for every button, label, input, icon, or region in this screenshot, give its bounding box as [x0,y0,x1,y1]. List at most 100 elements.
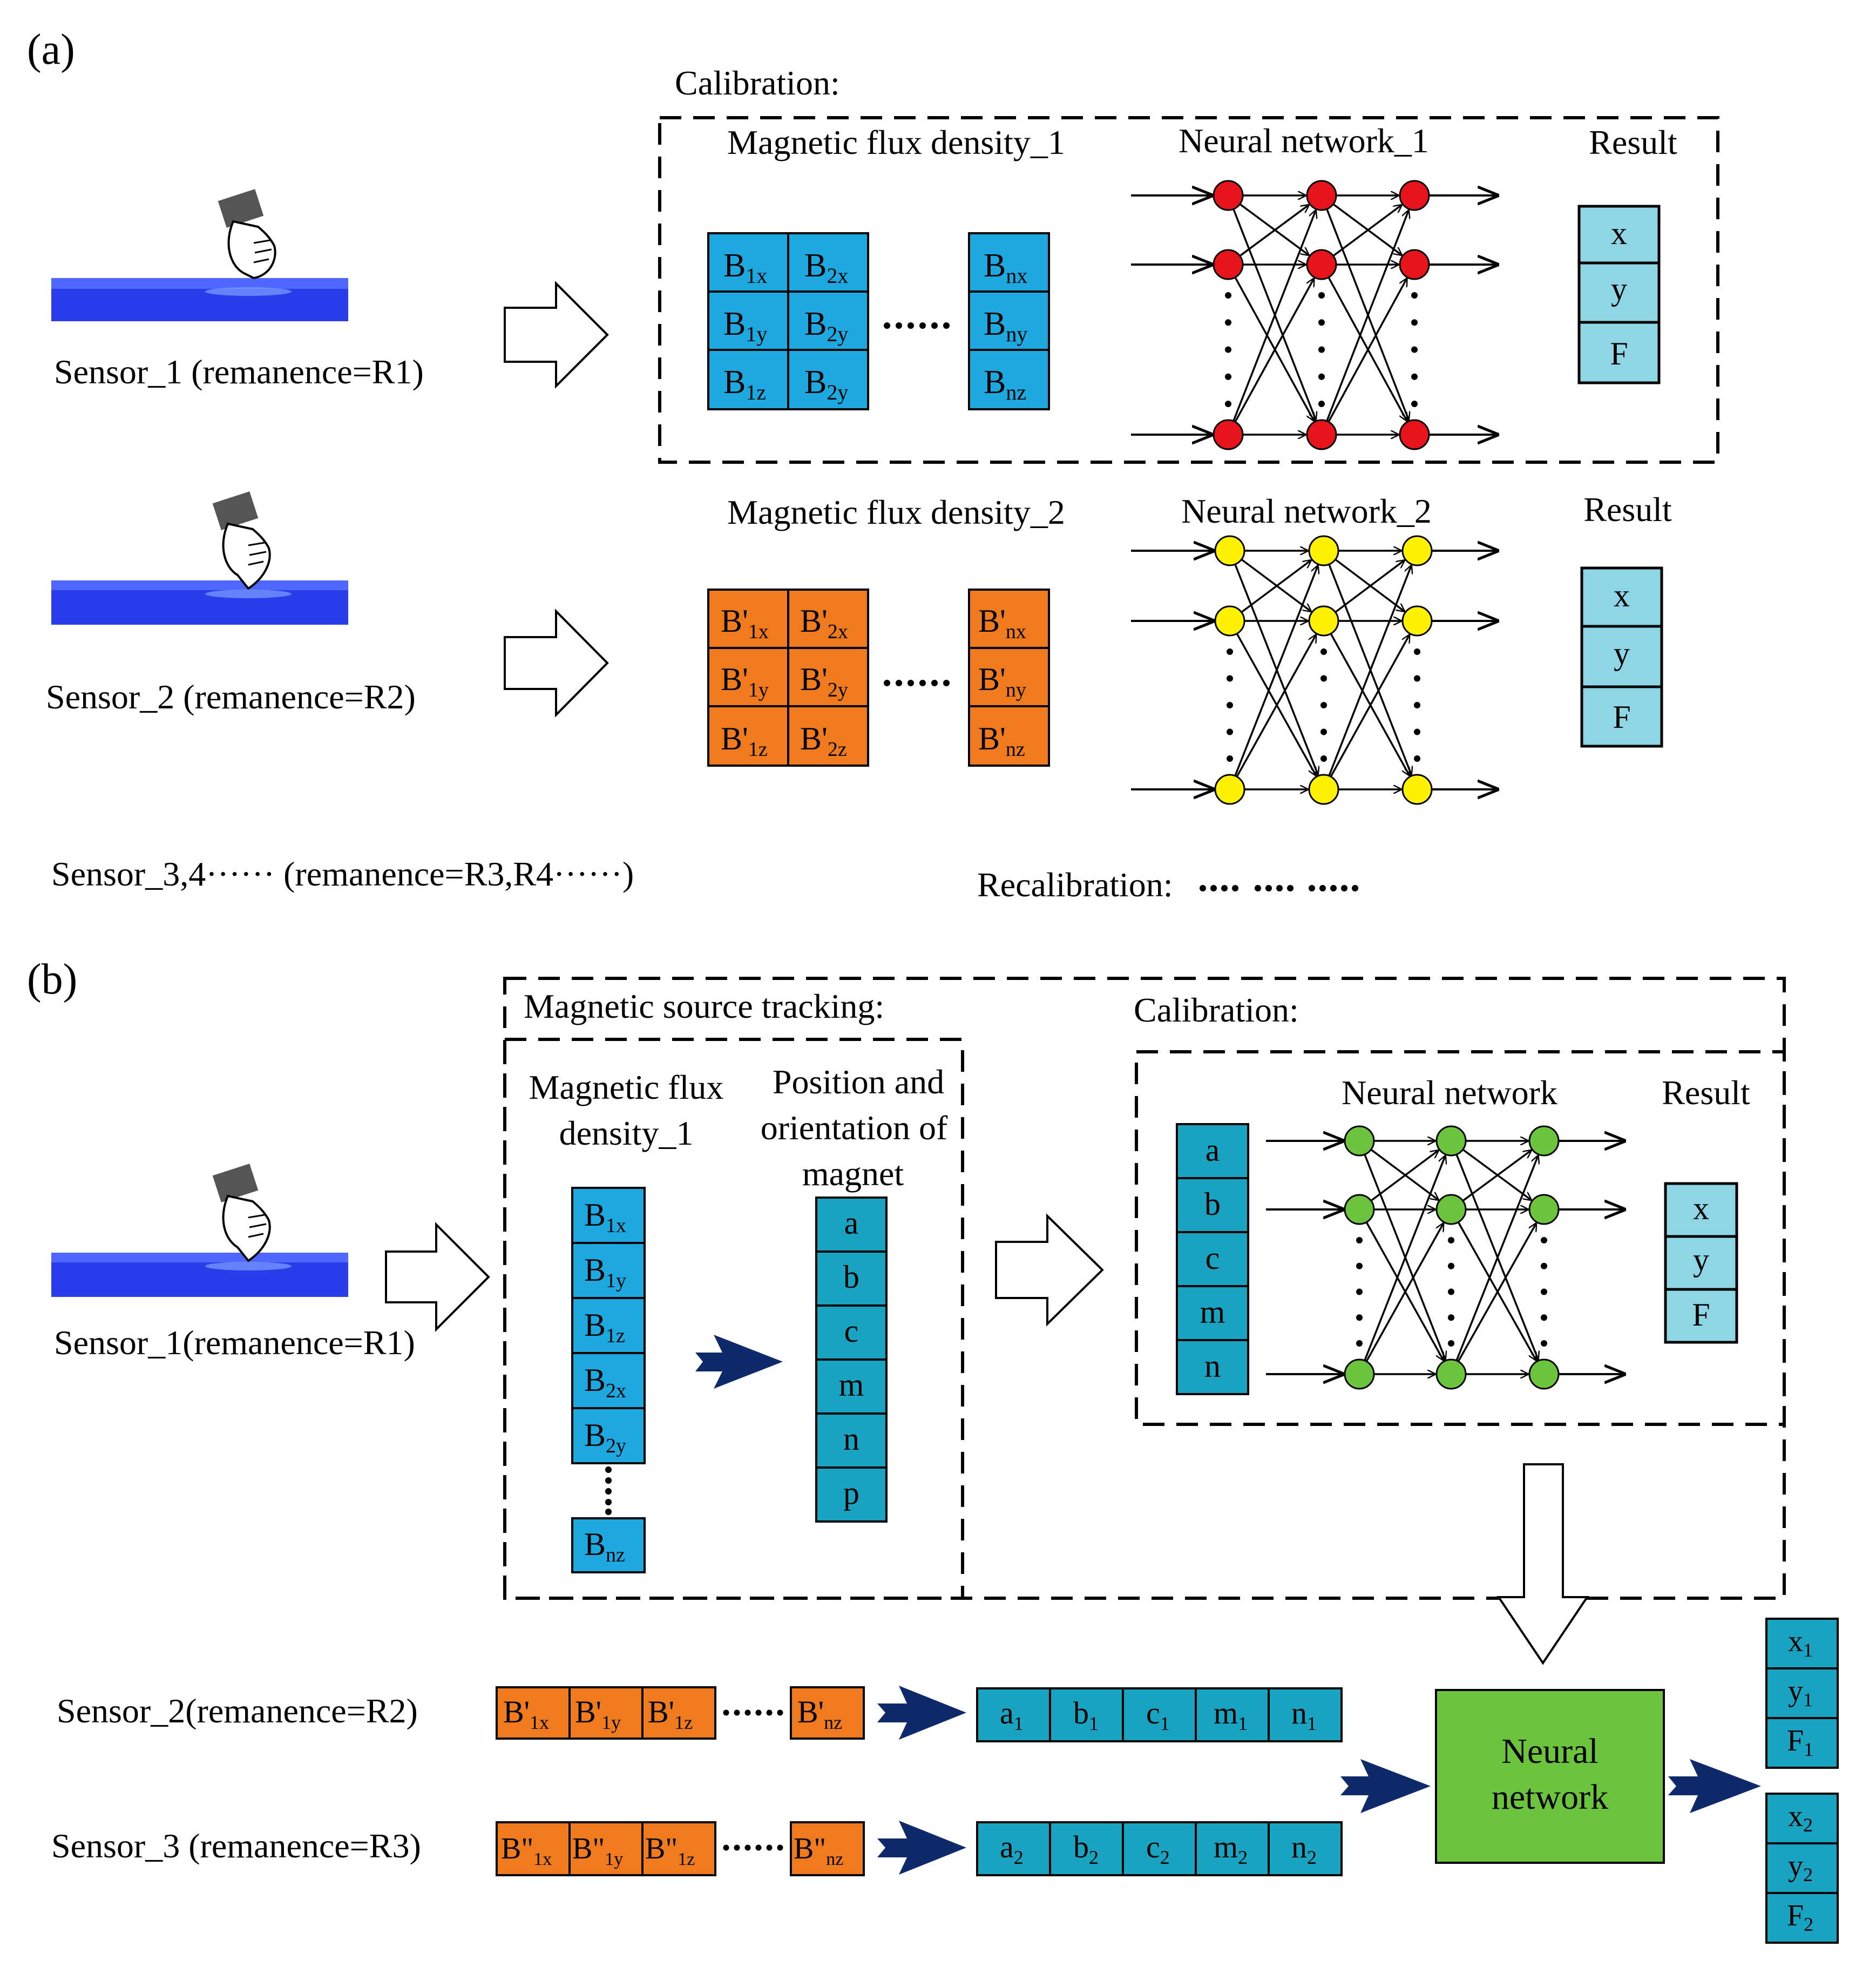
nn-ellipsis-dot [1227,702,1233,708]
nn-node [1306,249,1337,280]
neural-network-box: Neural network [1435,1689,1665,1864]
pos-title-line3: magnet [802,1154,904,1193]
ellipsis-dots-b3 [723,1844,783,1851]
nn-ellipsis-dot [1356,1340,1363,1347]
nn-node [1214,774,1245,805]
dark-arrow-b4 [1340,1759,1431,1813]
finger-icon [218,189,276,280]
nn-ellipsis-dot [1541,1288,1547,1295]
dark-arrow-b2 [877,1686,966,1740]
nn-ellipsis-dot [1448,1262,1454,1269]
svg-text:n1: n1 [1291,1695,1317,1734]
nn-ellipsis-dot [1225,401,1231,407]
hollow-arrow-b1 [385,1222,490,1332]
svg-text:Bnz: Bnz [584,1526,625,1566]
hollow-arrow-b2 [995,1213,1104,1327]
nn-node [1399,180,1430,211]
sensor-2-image [51,491,348,625]
panel-b-label: (b) [27,956,77,1003]
pos-cell-p: p [843,1475,859,1511]
nn-ellipsis-dot [1356,1314,1363,1321]
nn-ellipsis-dot [1411,319,1418,326]
tracking-box [503,1038,964,1600]
recalibration-label: Recalibration: [977,866,1173,904]
nn-ellipsis-dot [1448,1314,1454,1321]
nn-ellipsis-dot [1227,675,1233,682]
cell-b1x [707,232,789,293]
sensor-1-image-b [51,1164,348,1297]
mfd-column-b: B1x B1y B1z B2x B2y Bnz [571,1187,646,1573]
sensor-3-label-b: Sensor_3 (remanence=R3) [51,1827,421,1865]
pos-cell-c: c [844,1313,859,1349]
nn-ellipsis-dot [1320,702,1327,708]
result-1-x: x [1611,215,1627,251]
svg-text:B2y: B2y [804,364,848,404]
nn-node [1308,535,1339,566]
nn-node [1528,1125,1560,1157]
nn-ellipsis-dot [1541,1237,1547,1243]
nn-ellipsis-dot [1225,346,1231,353]
result-b-x: x [1693,1191,1709,1226]
recal-dots [1200,885,1358,891]
nn-ellipsis-dot [1414,648,1420,655]
nn-node [1435,1194,1467,1225]
result-2-y: y [1614,636,1630,671]
nn-ellipsis-dot [1414,755,1420,762]
sensor-2-params: a1 b1 c1 m1 n1 [976,1687,1343,1742]
nn-ellipsis-dot [1356,1288,1363,1295]
sensor-2-b-cells: B'1x B'1y B'1z B'nz [496,1686,865,1740]
sensor-2-label-b: Sensor_2(remanence=R2) [57,1692,418,1730]
nn-ellipsis-dot [1225,319,1231,326]
nn-ellipsis-dot [1541,1314,1547,1321]
nn2-title: Neural network_2 [1181,492,1432,530]
result-b-y: y [1693,1242,1709,1277]
calibration-input-column: a b c m n [1176,1123,1249,1395]
sensor-34-label: Sensor_3,4······ (remanence=R3,R4······) [51,855,634,893]
nn-box-line2: network [1492,1777,1608,1817]
neural-network-b [1266,1125,1625,1390]
svg-text:B1z: B1z [584,1307,625,1347]
nn-ellipsis-dot [1225,373,1231,380]
nn-node [1344,1125,1375,1157]
calib-cell-a: a [1205,1132,1220,1168]
finger-icon [212,491,271,590]
result-b-box: x y F [1664,1182,1738,1344]
ellipsis-dots-a1 [884,322,950,329]
nn-node [1435,1358,1467,1390]
calib-cell-m: m [1200,1294,1225,1330]
calib-cell-c: c [1205,1240,1220,1276]
svg-text:B'1y: B'1y [575,1694,621,1733]
nn-node [1306,180,1337,211]
nn-node [1435,1125,1467,1157]
cell-bnz [968,349,1050,410]
panel-a-label: (a) [27,26,75,73]
nn-ellipsis-dot [1448,1288,1454,1295]
result-2-box: x y F [1580,566,1663,748]
pos-title-line1: Position and [773,1063,944,1101]
svg-text:F1: F1 [1787,1724,1813,1760]
hollow-arrow-a1 [504,281,609,389]
nn-ellipsis-dot [1225,292,1231,299]
nn-node [1528,1194,1560,1225]
pos-title-line2: orientation of [761,1108,948,1147]
sensor-2-label-a: Sensor_2 (remanence=R2) [46,678,416,716]
result1-title: Result [1589,123,1677,161]
nn-node [1344,1194,1375,1225]
nn-ellipsis-dot [1356,1237,1363,1243]
nn-ellipsis-dot [1227,755,1233,762]
result-title-b: Result [1662,1073,1750,1112]
result-1-y: y [1611,271,1627,307]
cell-b2y-bottom [787,349,869,410]
pos-cell-b: b [843,1259,859,1295]
svg-text:B'ny: B'ny [978,661,1026,701]
nn-ellipsis-dot [1541,1262,1547,1269]
pos-cell-a: a [844,1205,859,1241]
nn-ellipsis-dot [1320,755,1327,762]
nn-node [1401,774,1433,805]
nn-ellipsis-dot [1320,648,1327,655]
mfd2-grid: B'1x B'2x B'nx B'1y B'2y B'ny B'1z B'2z … [707,589,1050,767]
sensor-1-label-a: Sensor_1 (remanence=R1) [54,353,424,391]
calibration-label-b: Calibration: [1134,991,1299,1029]
ellipsis-dots-a2 [884,680,950,686]
